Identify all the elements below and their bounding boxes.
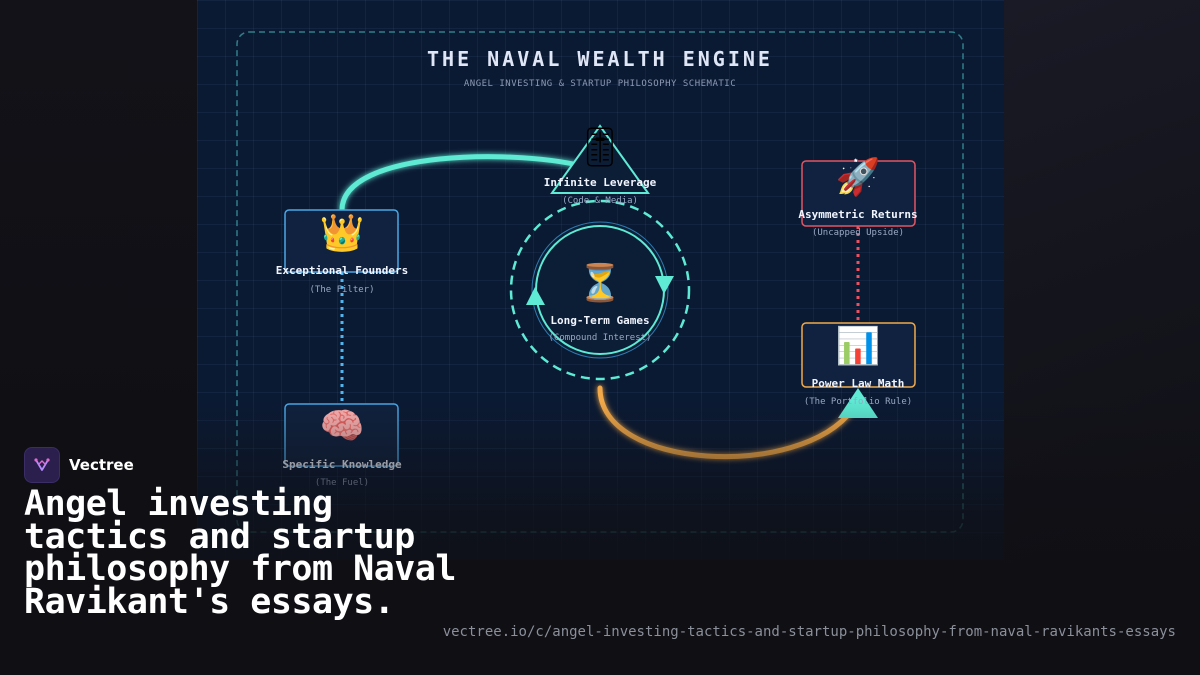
founders-box <box>284 209 399 273</box>
founders-sub: (The Filter) <box>309 285 374 295</box>
node-exceptional-founders: 👑 Exceptional Founders (The Filter) <box>276 209 408 295</box>
vectree-logo-icon <box>24 447 60 483</box>
course-url[interactable]: vectree.io/c/angel-investing-tactics-and… <box>442 624 1176 640</box>
arrow-down-icon <box>655 276 674 294</box>
arrow-up-icon <box>526 287 545 305</box>
leverage-arc-connector <box>339 154 593 213</box>
node-asymmetric-returns: 🚀 Asymmetric Returns (Uncapped Upside) <box>798 156 917 238</box>
node-long-term-games: ⏳ Long-Term Games (Compound Interest) <box>549 262 652 343</box>
schematic-frame <box>236 31 964 533</box>
brand-name: Vectree <box>69 456 134 474</box>
diagram-subtitle: ANGEL INVESTING & STARTUP PHILOSOPHY SCH… <box>464 79 736 89</box>
slider-icon: 🎚 <box>576 125 624 169</box>
node-specific-knowledge: 🧠 Specific Knowledge (The Fuel) <box>282 403 402 488</box>
crown-icon: 👑 <box>320 213 365 254</box>
hourglass-icon: ⏳ <box>578 262 623 304</box>
long-term-games-label: Long-Term Games <box>550 314 649 327</box>
knowledge-label: Specific Knowledge <box>282 458 402 471</box>
power-law-label: Power Law Math <box>812 377 905 390</box>
diagram-title: THE NAVAL WEALTH ENGINE <box>427 47 773 71</box>
page-headline: Angel investing tactics and startup phil… <box>24 484 457 622</box>
asymmetric-sub: (Uncapped Upside) <box>812 228 904 238</box>
infinite-leverage-sub: (Code & Media) <box>562 196 638 206</box>
power-law-box <box>801 322 916 388</box>
asymmetric-label: Asymmetric Returns <box>798 208 917 221</box>
bar-chart-icon: 📊 <box>836 325 881 367</box>
node-infinite-leverage: 🎚 Infinite Leverage (Code & Media) <box>544 124 657 206</box>
power-law-sub: (The Portfolio Rule) <box>804 397 912 407</box>
leverage-triangle <box>550 124 650 194</box>
founders-label: Exceptional Founders <box>276 264 408 277</box>
asymmetric-box <box>801 160 916 227</box>
long-term-games-sub: (Compound Interest) <box>549 333 652 343</box>
infinite-leverage-label: Infinite Leverage <box>544 176 657 189</box>
brand-lockup[interactable]: Vectree <box>24 447 134 483</box>
engine-outer-ring <box>509 199 691 381</box>
rocket-icon: 🚀 <box>836 156 881 198</box>
brain-icon: 🧠 <box>320 406 365 447</box>
